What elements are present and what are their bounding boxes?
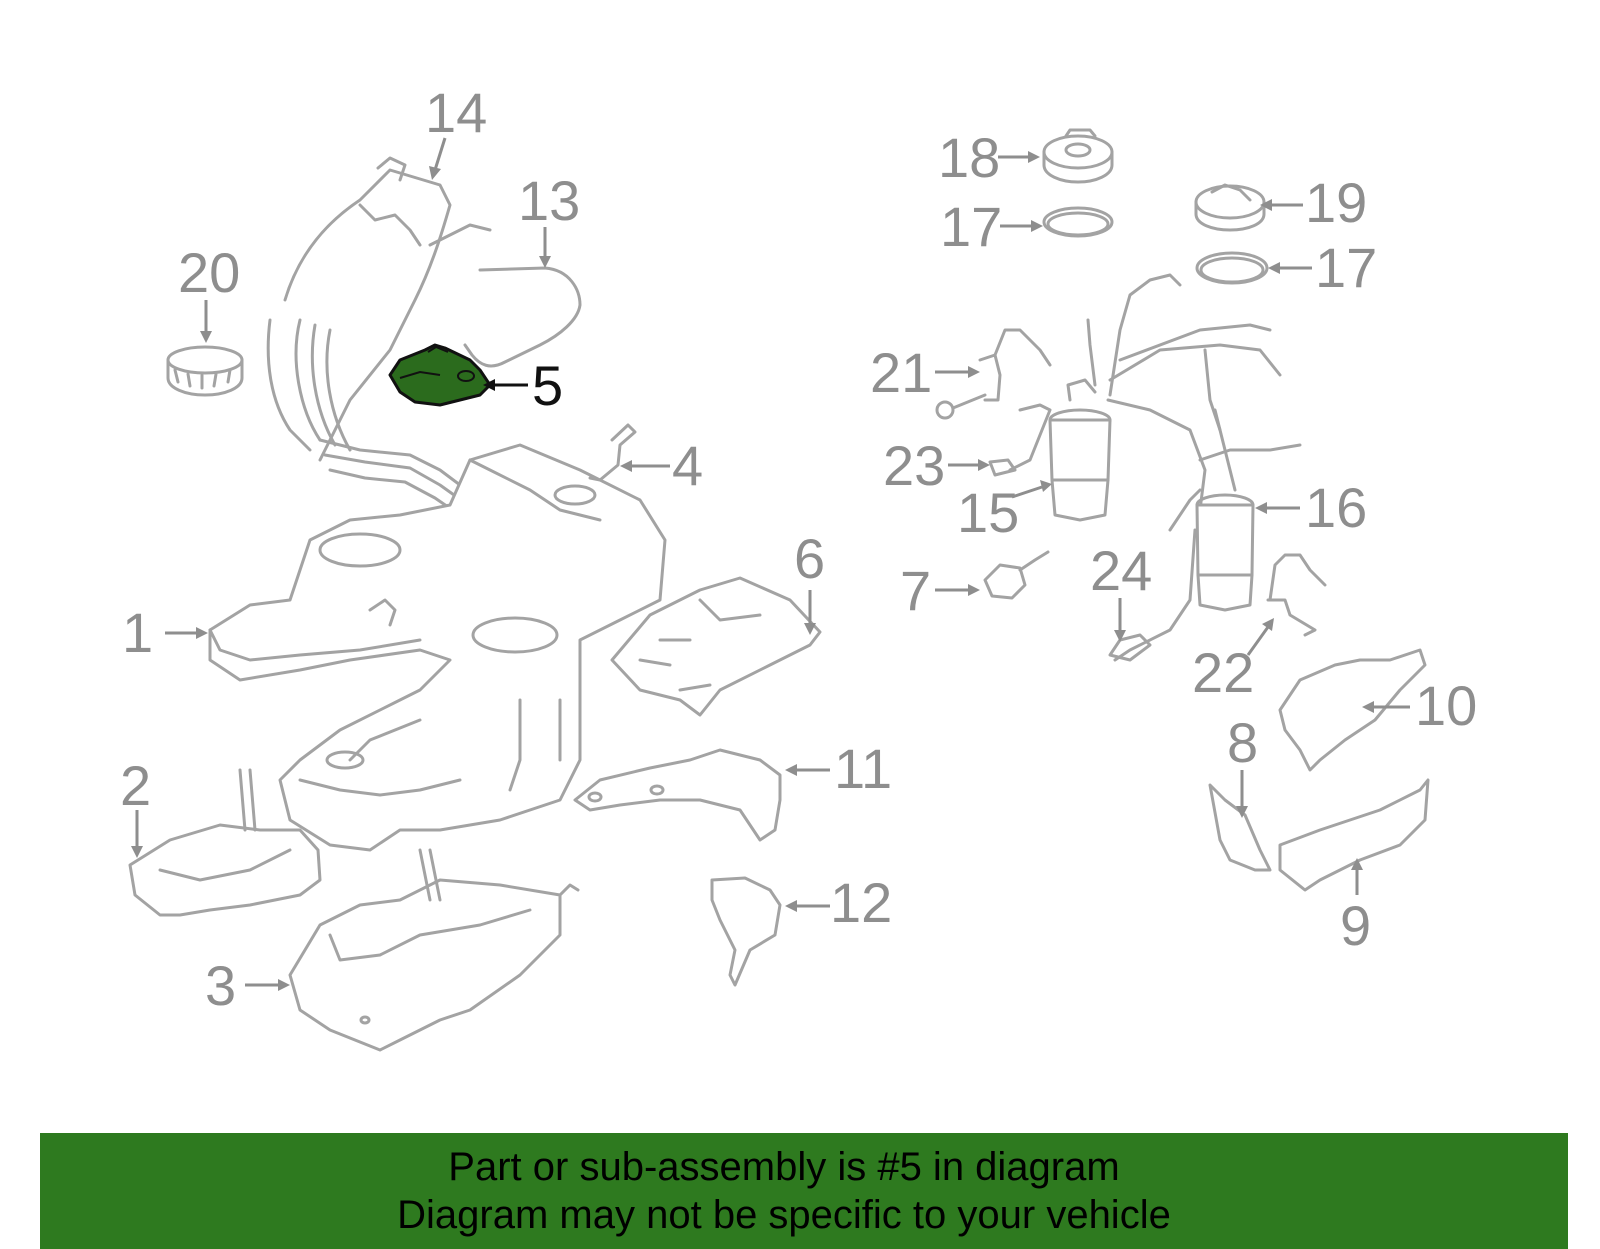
callout-15: 15 — [957, 481, 1019, 544]
callout-3: 3 — [205, 954, 236, 1017]
callout-14: 14 — [425, 81, 487, 144]
part-17-seal-ring-right — [1195, 251, 1269, 285]
fuel-lines-bundle — [1086, 273, 1302, 532]
part-18-cap — [1042, 128, 1114, 184]
callout-17-right: 17 — [1315, 236, 1377, 299]
callout-5: 5 — [532, 354, 563, 417]
callout-6: 6 — [794, 527, 825, 590]
callout-8: 8 — [1227, 711, 1258, 774]
callout-18: 18 — [938, 126, 1000, 189]
part-9-shield — [1278, 778, 1430, 892]
part-16-fuel-sender — [1113, 493, 1255, 662]
part-7-valve — [983, 550, 1050, 600]
callout-12: 12 — [830, 871, 892, 934]
callout-21: 21 — [870, 341, 932, 404]
callout-24: 24 — [1090, 539, 1152, 602]
part-6-heat-shield — [610, 576, 822, 717]
callout-11: 11 — [834, 737, 892, 800]
callout-20: 20 — [178, 241, 240, 304]
callout-16: 16 — [1305, 476, 1367, 539]
part-8-bracket — [1208, 783, 1272, 872]
callout-22: 22 — [1192, 641, 1254, 704]
part-3-underbody-shield — [288, 848, 580, 1052]
part-13-vent-line — [463, 266, 582, 368]
part-15-fuel-pump — [1008, 378, 1112, 522]
part-10-shield — [1278, 648, 1427, 772]
callout-17-top: 17 — [940, 195, 1002, 258]
callout-23: 23 — [883, 434, 945, 497]
callout-2: 2 — [120, 754, 151, 817]
callout-1: 1 — [122, 601, 153, 664]
part-24-line — [1108, 633, 1152, 662]
callout-4: 4 — [672, 434, 703, 497]
callout-13: 13 — [518, 169, 580, 232]
part-2-shield — [128, 768, 322, 917]
callout-19: 19 — [1305, 171, 1367, 234]
part-1-fuel-tank — [208, 443, 667, 852]
part-22-bracket — [1266, 553, 1327, 637]
part-20-lock-ring — [166, 345, 244, 397]
callout-10: 10 — [1415, 674, 1477, 737]
callout-labels: 1 2 3 4 5 6 7 8 9 10 11 12 13 14 15 16 1… — [120, 81, 1477, 1017]
footer-part-note: Part or sub-assembly is #5 in diagram — [448, 1145, 1120, 1189]
footer-banner: Part or sub-assembly is #5 in diagram Di… — [40, 1133, 1568, 1249]
part-23-clip — [988, 458, 1017, 477]
part-4-bracket — [588, 423, 637, 482]
callout-arrows — [131, 137, 1410, 991]
callout-7: 7 — [900, 559, 931, 622]
part-12-bracket — [710, 876, 782, 987]
part-5-highlighted-cover — [388, 343, 492, 407]
part-11-shield — [573, 748, 782, 842]
part-17-seal-ring-top — [1042, 206, 1114, 238]
part-21-harness — [935, 328, 1052, 420]
footer-disclaimer: Diagram may not be specific to your vehi… — [397, 1193, 1171, 1237]
part-19-cap — [1194, 183, 1266, 232]
callout-9: 9 — [1340, 894, 1371, 957]
